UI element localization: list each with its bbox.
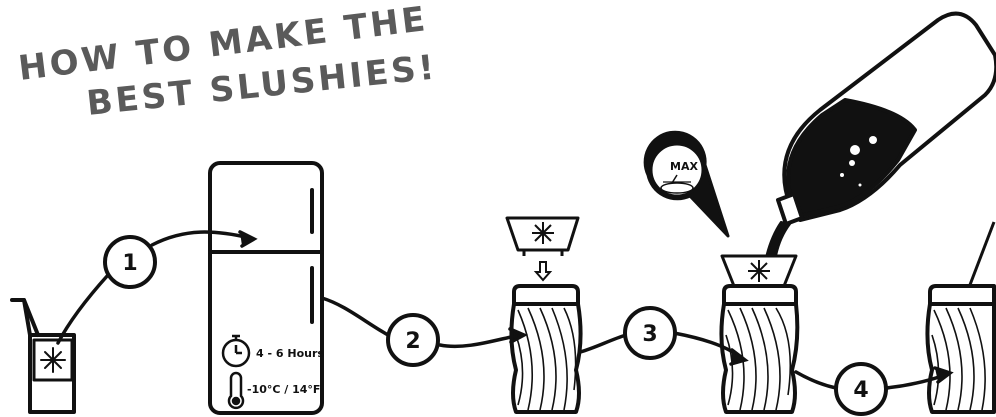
arrow-to-cup-2: [578, 331, 749, 366]
warning-mark: !: [719, 219, 724, 232]
funnel-on-cup-2: [720, 254, 798, 288]
bottle-cap: [776, 192, 804, 226]
cup-3-body: [925, 302, 996, 414]
straw: [10, 298, 40, 337]
core-insert-funnel: [505, 216, 580, 252]
slushy-cup-3: [925, 221, 996, 414]
freezer-body: [208, 161, 324, 415]
cup-3-straw: [966, 221, 996, 291]
cup-3-grip-pattern: [931, 307, 986, 411]
cup-3-lid: [928, 284, 996, 306]
step-badge-2: 2: [386, 313, 440, 367]
freeze-temp-text: -10°C / 14°F: [247, 383, 320, 396]
step-badge-3: 3: [623, 306, 677, 360]
stopwatch-icon: [221, 334, 251, 368]
cup-1-lid: [512, 284, 580, 306]
arrow-to-freezer: [56, 230, 258, 345]
glass-with-freezer-core: [10, 298, 76, 414]
step-number-4: 4: [853, 378, 868, 403]
slushy-cup-2: [719, 284, 800, 414]
step-badge-1: 1: [103, 235, 157, 289]
snowflake-icon: [532, 222, 554, 244]
core-insert: [505, 216, 580, 256]
step-number-2: 2: [405, 329, 420, 354]
pouring-bottle: [764, 11, 996, 263]
step-number-1: 1: [122, 251, 137, 276]
cup-1-body: [509, 302, 583, 414]
glass-outline: [12, 298, 76, 414]
bottle-liquid: [786, 98, 917, 218]
cup-2-grip-pattern: [725, 307, 792, 411]
step-badge-4: 4: [834, 362, 888, 416]
title: HOW TO MAKE THE BEST SLUSHIES!: [16, 0, 439, 124]
cup-1-grip-pattern: [515, 307, 577, 411]
cup-2-body: [719, 302, 800, 414]
freezer: [208, 161, 324, 415]
snowflake-icon: [748, 260, 770, 282]
core-pack: [32, 338, 74, 382]
slushy-cup-1: [509, 284, 583, 414]
max-label: MAX: [670, 160, 698, 173]
cup-2-lid: [722, 284, 798, 306]
thermometer-icon: [227, 371, 245, 410]
max-fill-callout: MAX !: [643, 130, 730, 238]
freeze-time-text: 4 - 6 Hours: [256, 347, 324, 360]
down-arrow-icon: [533, 261, 553, 282]
step-number-3: 3: [642, 322, 657, 347]
snowflake-icon: [40, 347, 66, 373]
